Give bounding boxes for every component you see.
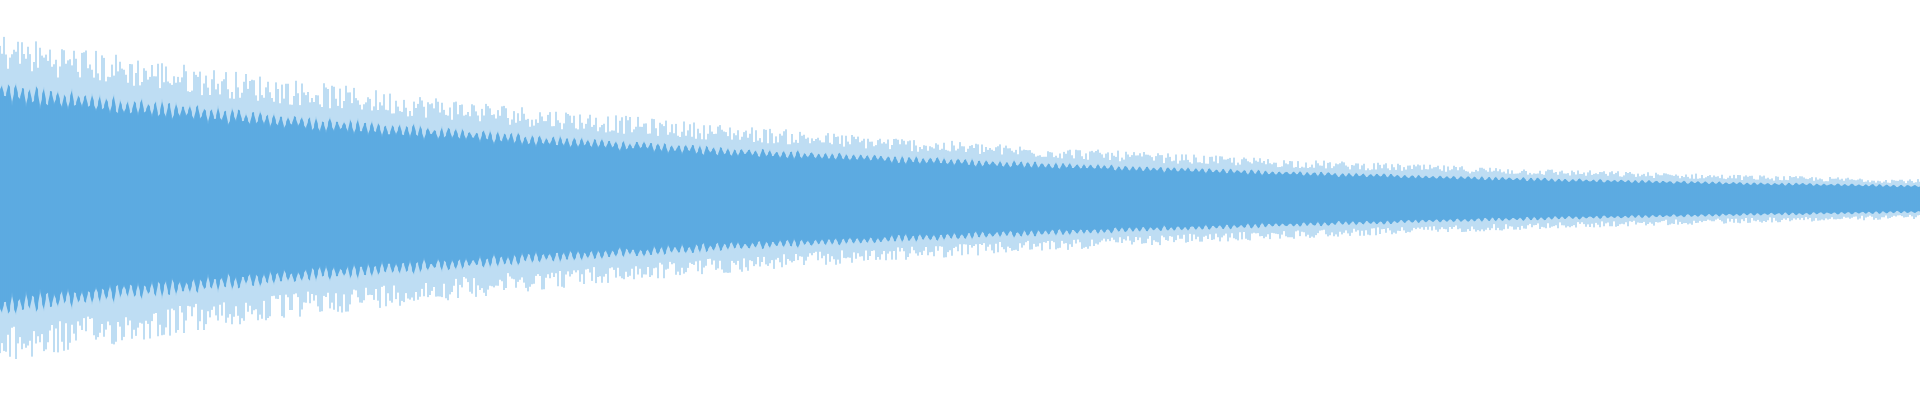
waveform-peaks [0,36,1920,359]
waveform-shape [0,36,1920,359]
